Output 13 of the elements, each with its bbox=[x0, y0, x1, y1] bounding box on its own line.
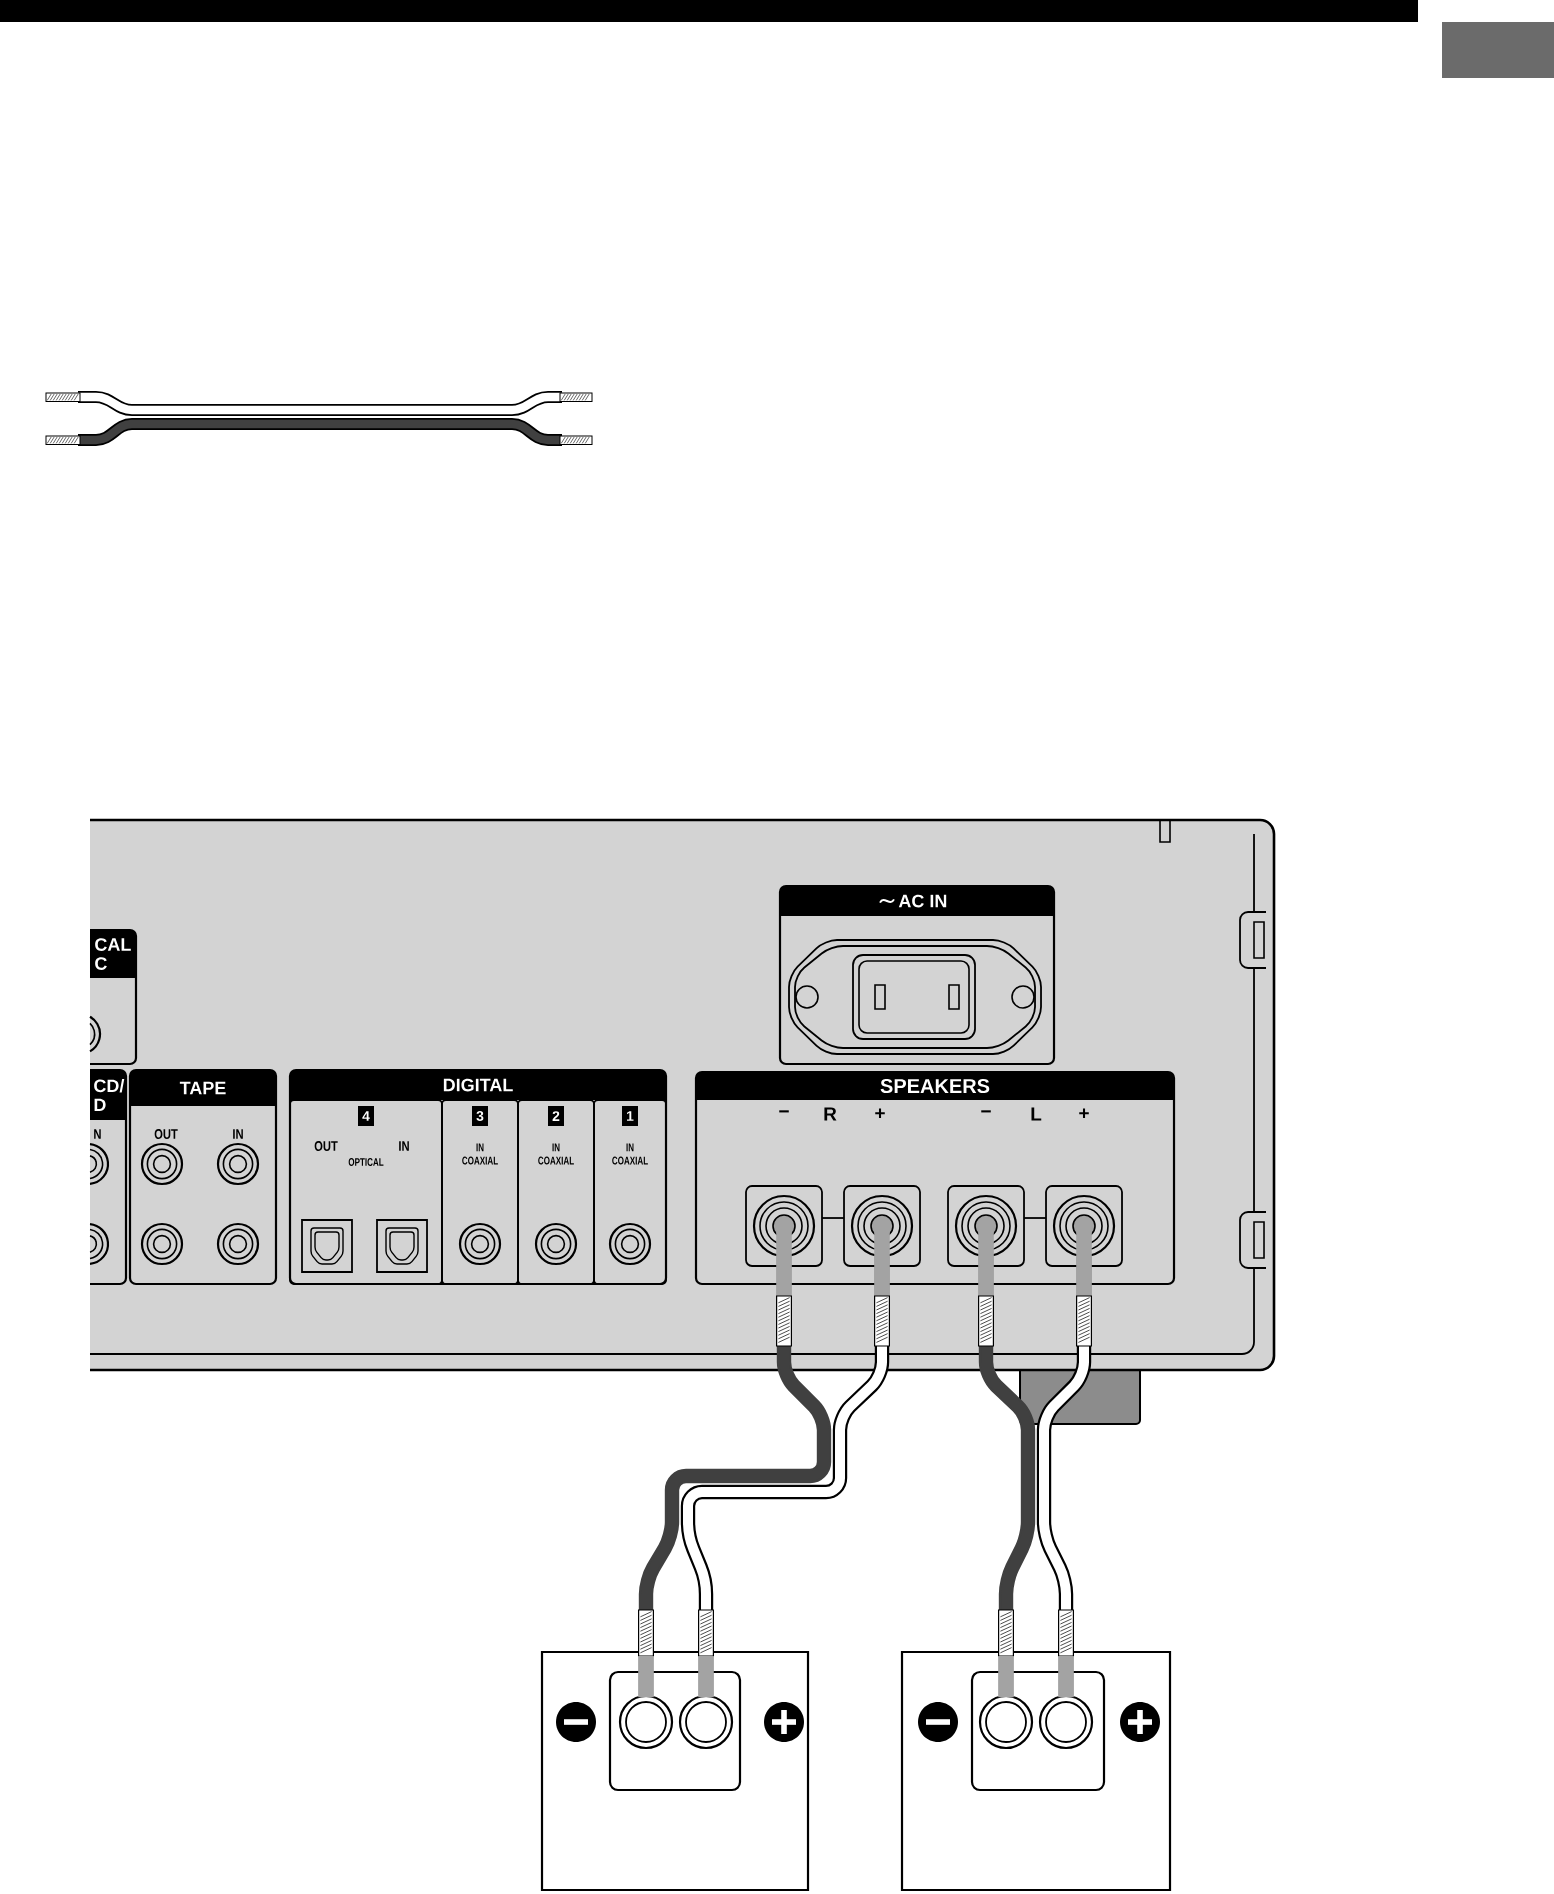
terminal-label: + bbox=[875, 1108, 885, 1119]
section-header: CAL C bbox=[90, 930, 136, 978]
binding-post bbox=[1038, 1694, 1094, 1750]
section-header: TAPE bbox=[130, 1070, 276, 1106]
section-header: CD/ D bbox=[90, 1070, 126, 1120]
terminal-label: − bbox=[779, 1110, 789, 1113]
binding-post bbox=[978, 1694, 1034, 1750]
binding-post bbox=[678, 1694, 734, 1750]
section-header: AC IN bbox=[780, 886, 1054, 916]
binding-post bbox=[618, 1694, 674, 1750]
terminal-label: R bbox=[824, 1107, 837, 1121]
terminal-label: − bbox=[981, 1110, 991, 1113]
section-header: DIGITAL bbox=[290, 1070, 666, 1100]
